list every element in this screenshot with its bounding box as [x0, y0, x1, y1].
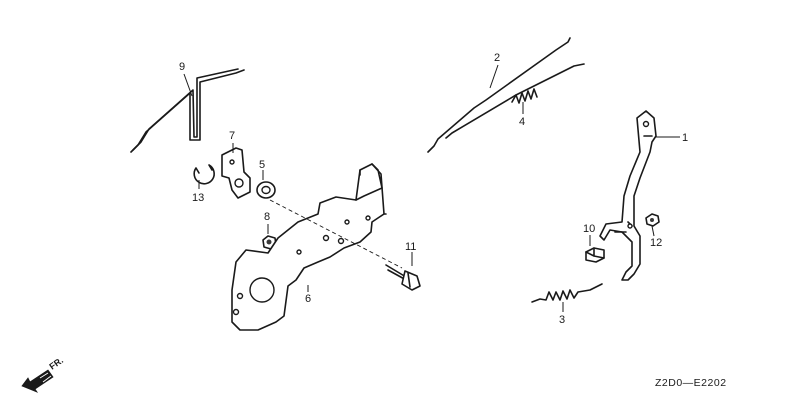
part-10-block [585, 247, 605, 263]
leader-9 [183, 73, 193, 97]
callout-12: 12 [650, 237, 662, 249]
part-9-rod [130, 68, 245, 153]
callout-4: 4 [519, 116, 525, 128]
part-12-nut [645, 213, 660, 227]
callout-2: 2 [494, 52, 500, 64]
front-direction-label: FR. [47, 355, 65, 372]
callout-6: 6 [305, 293, 311, 305]
assembly-line [269, 199, 403, 269]
part-1-lever [599, 110, 657, 281]
callout-8: 8 [264, 211, 270, 223]
callout-11: 11 [405, 241, 416, 253]
callout-1: 1 [682, 132, 688, 144]
callout-5: 5 [259, 159, 265, 171]
part-13-snap-ring [193, 164, 215, 185]
leader-2 [489, 64, 499, 89]
front-direction-arrow-icon [21, 369, 54, 393]
part-11-bolt [385, 264, 421, 291]
callout-9: 9 [179, 61, 185, 73]
callout-7: 7 [229, 130, 235, 142]
part-2-rod [427, 37, 585, 153]
callout-3: 3 [559, 314, 565, 326]
part-7-bracket [221, 147, 251, 199]
part-5-collar [256, 181, 276, 199]
callout-13: 13 [192, 192, 204, 204]
leader-12 [651, 225, 655, 237]
part-3-spring [531, 283, 603, 303]
part-4-spring [511, 88, 538, 104]
part-6-control-base [231, 163, 387, 331]
diagram-code: Z2D0—E2202 [655, 377, 727, 389]
callout-10: 10 [583, 223, 595, 235]
